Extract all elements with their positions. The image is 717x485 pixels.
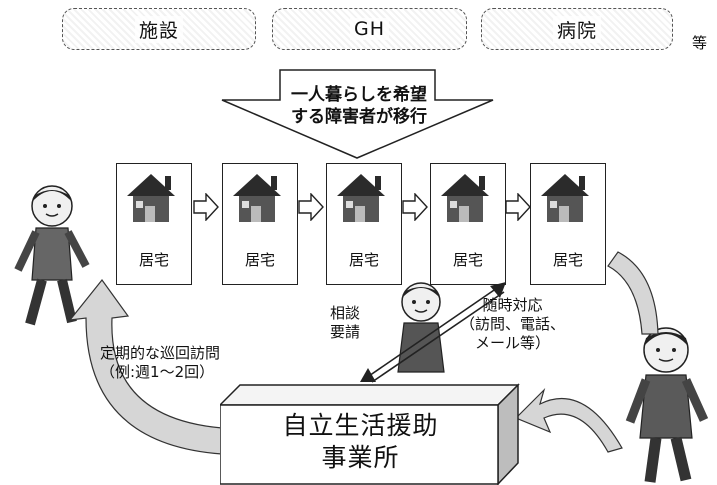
periodic-visit-line1: 定期的な巡回訪問	[100, 344, 221, 362]
gh-box: GH	[272, 8, 467, 50]
office-box	[220, 383, 520, 485]
home-card-4: 居宅	[430, 163, 506, 285]
office-label: 自立生活援助 事業所	[238, 410, 483, 474]
home-label-5: 居宅	[552, 251, 583, 269]
right-arrow-icon	[505, 193, 531, 221]
hospital-box: 病院	[481, 8, 673, 50]
right-arrow-icon	[193, 193, 219, 221]
facility-label: 施設	[134, 15, 183, 43]
curved-arrow-icon	[514, 387, 623, 453]
periodic-visit-line2: （例:週1～2回）	[100, 363, 215, 381]
home-card-5: 居宅	[530, 163, 606, 285]
top-etc-label: 等	[692, 34, 708, 52]
migration-text: 一人暮らしを希望 する障害者が移行	[270, 84, 448, 128]
house-icon	[233, 174, 281, 222]
home-label-1: 居宅	[138, 251, 169, 269]
person-icon	[397, 282, 445, 373]
gh-label: GH	[349, 18, 389, 40]
facility-box: 施設	[62, 8, 256, 50]
house-icon	[127, 174, 175, 222]
person-icon	[14, 185, 90, 326]
migration-arrow-icon	[221, 69, 494, 159]
right-arrow-icon	[402, 193, 428, 221]
migration-text-line2: する障害者が移行	[291, 107, 427, 127]
house-icon	[441, 174, 489, 222]
home-label-4: 居宅	[452, 251, 483, 269]
curved-arrow-icon	[607, 251, 659, 335]
consult-line1: 相談	[330, 304, 361, 322]
ondemand-line2: （訪問、電話、	[460, 315, 566, 333]
hospital-label: 病院	[552, 15, 601, 43]
office-line2: 事業所	[321, 443, 400, 472]
home-label-3: 居宅	[348, 251, 379, 269]
ondemand-line1: 随時対応	[482, 296, 543, 314]
house-icon	[337, 174, 385, 222]
double-arrow-icon	[360, 282, 506, 383]
home-label-2: 居宅	[244, 251, 275, 269]
consult-label: 相談 要請	[330, 304, 360, 342]
ondemand-label: 随時対応 （訪問、電話、 メール等）	[460, 296, 565, 353]
curved-arrow-icon	[68, 279, 223, 455]
periodic-visit-label: 定期的な巡回訪問 （例:週1～2回）	[100, 344, 220, 382]
home-card-2: 居宅	[222, 163, 298, 285]
right-arrow-icon	[298, 193, 324, 221]
house-icon	[541, 174, 589, 222]
consult-line2: 要請	[330, 323, 361, 341]
ondemand-line3: メール等）	[475, 334, 551, 352]
home-card-3: 居宅	[326, 163, 402, 285]
person-icon	[625, 327, 709, 483]
office-line1: 自立生活援助	[282, 411, 439, 440]
home-card-1: 居宅	[116, 163, 192, 285]
migration-text-line1: 一人暮らしを希望	[291, 85, 427, 105]
